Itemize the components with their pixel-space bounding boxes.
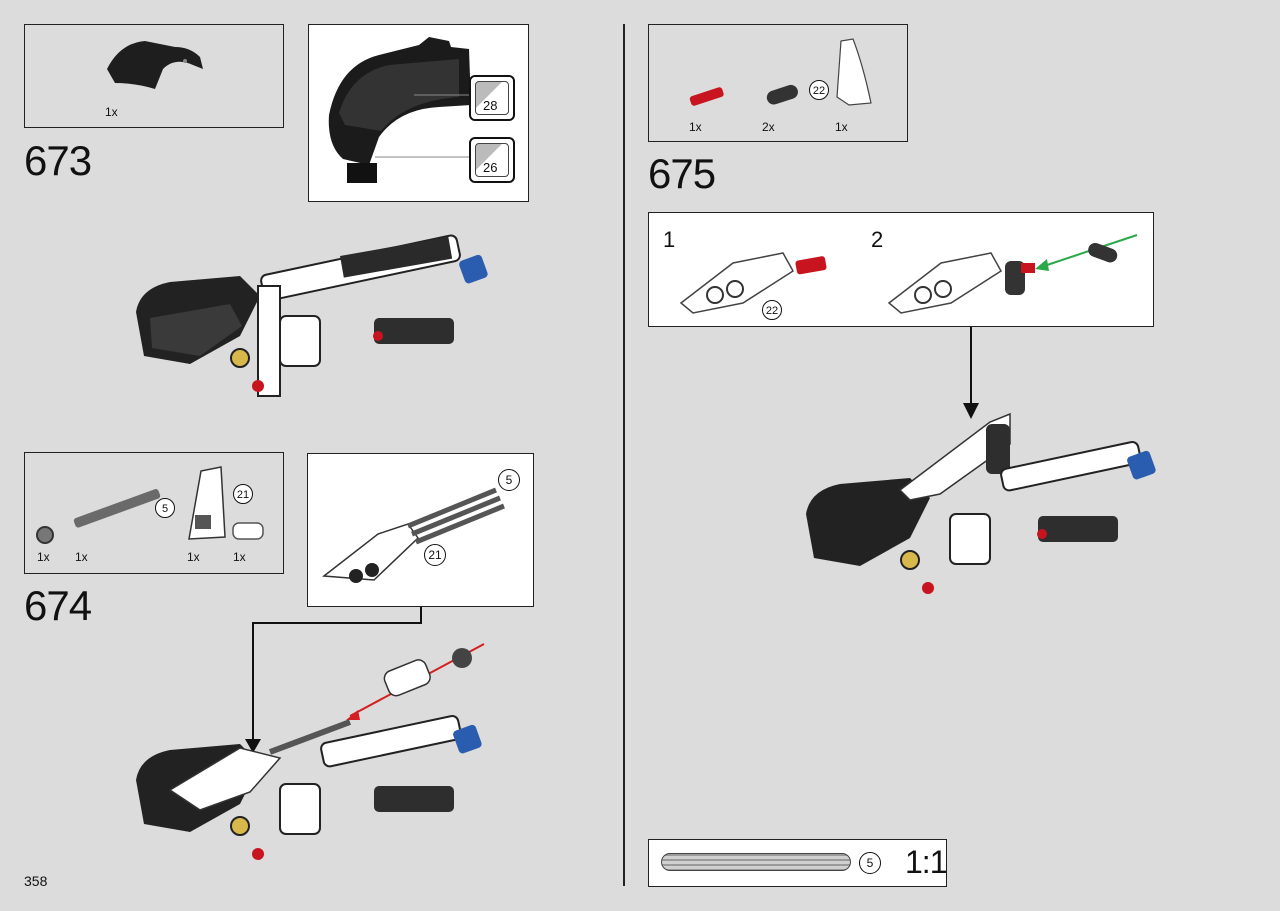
step-675-connector-arrow [963, 327, 979, 419]
step-674-subassembly-box: 5 21 [307, 453, 534, 607]
step-675-part-size-callout: 22 [809, 80, 829, 100]
panel-size-number: 21 [236, 489, 250, 501]
step-675-number: 675 [648, 150, 716, 197]
axle-length-number: 5 [161, 503, 169, 515]
substep-1-callout-number: 22 [765, 305, 779, 317]
substep-2-illustration [887, 234, 1138, 314]
step-674-part-qty-3: 1x [187, 550, 200, 564]
sticker-28-callout: 28 [469, 75, 515, 121]
step-674-part-qty-4: 1x [233, 550, 246, 564]
stickered-panel-illustration [328, 37, 471, 183]
step-674-axle-callout: 5 [498, 469, 520, 491]
axle-scale-bar [661, 853, 851, 871]
step-673-sticker-box: 28 26 [308, 24, 529, 202]
step-674-part-qty-1: 1x [37, 550, 50, 564]
substep-1-callout: 22 [762, 300, 782, 320]
step-675-substeps-box: 1 2 22 [648, 212, 1154, 327]
step-674-axle-callout-number: 5 [505, 473, 513, 487]
step-675-assembly-illustration [806, 412, 1156, 594]
scale-ratio: 1:1 [905, 844, 947, 880]
step-675-part-qty-3: 1x [835, 120, 848, 134]
step-673-part-qty: 1x [105, 105, 118, 119]
substep-2-label: 2 [871, 227, 884, 252]
step-674-parts-icons [36, 466, 264, 544]
sticker-26-number: 26 [483, 160, 498, 175]
panel-size-callout: 21 [233, 484, 253, 504]
page-divider [623, 24, 625, 886]
curved-panel-part-icon [107, 41, 203, 89]
step-675-part-qty-2: 2x [762, 120, 775, 134]
step-673-assembly-illustration [136, 234, 488, 397]
step-674-assembly-illustration [136, 643, 485, 860]
scale-axle-size-callout: 5 [859, 852, 881, 874]
sticker-28-number: 28 [483, 98, 498, 113]
scale-reference-box: 5 1:1 [648, 839, 947, 887]
step-674-panel-callout-number: 21 [428, 548, 442, 562]
step-674-part-qty-2: 1x [75, 550, 88, 564]
substep-1-illustration [679, 252, 827, 314]
step-675-part-qty-1: 1x [689, 120, 702, 134]
step-675-parts-box: 22 1x 2x 1x [648, 24, 908, 142]
step-674-subassembly-illustration [322, 487, 505, 583]
step-674-connector-arrow [245, 607, 422, 753]
substep-1-label: 1 [663, 227, 676, 252]
axle-length-callout: 5 [155, 498, 175, 518]
page-number: 358 [24, 873, 48, 889]
step-675-parts-icons [689, 38, 872, 106]
step-675-part-size-number: 22 [812, 85, 826, 97]
step-673-number: 673 [24, 137, 92, 184]
step-673-parts-box: 1x [24, 24, 284, 128]
step-674-number: 674 [24, 582, 92, 629]
step-674-parts-box: 5 21 1x 1x 1x 1x [24, 452, 284, 574]
sticker-26-callout: 26 [469, 137, 515, 183]
scale-axle-size-number: 5 [866, 856, 874, 870]
step-674-panel-callout: 21 [424, 544, 446, 566]
